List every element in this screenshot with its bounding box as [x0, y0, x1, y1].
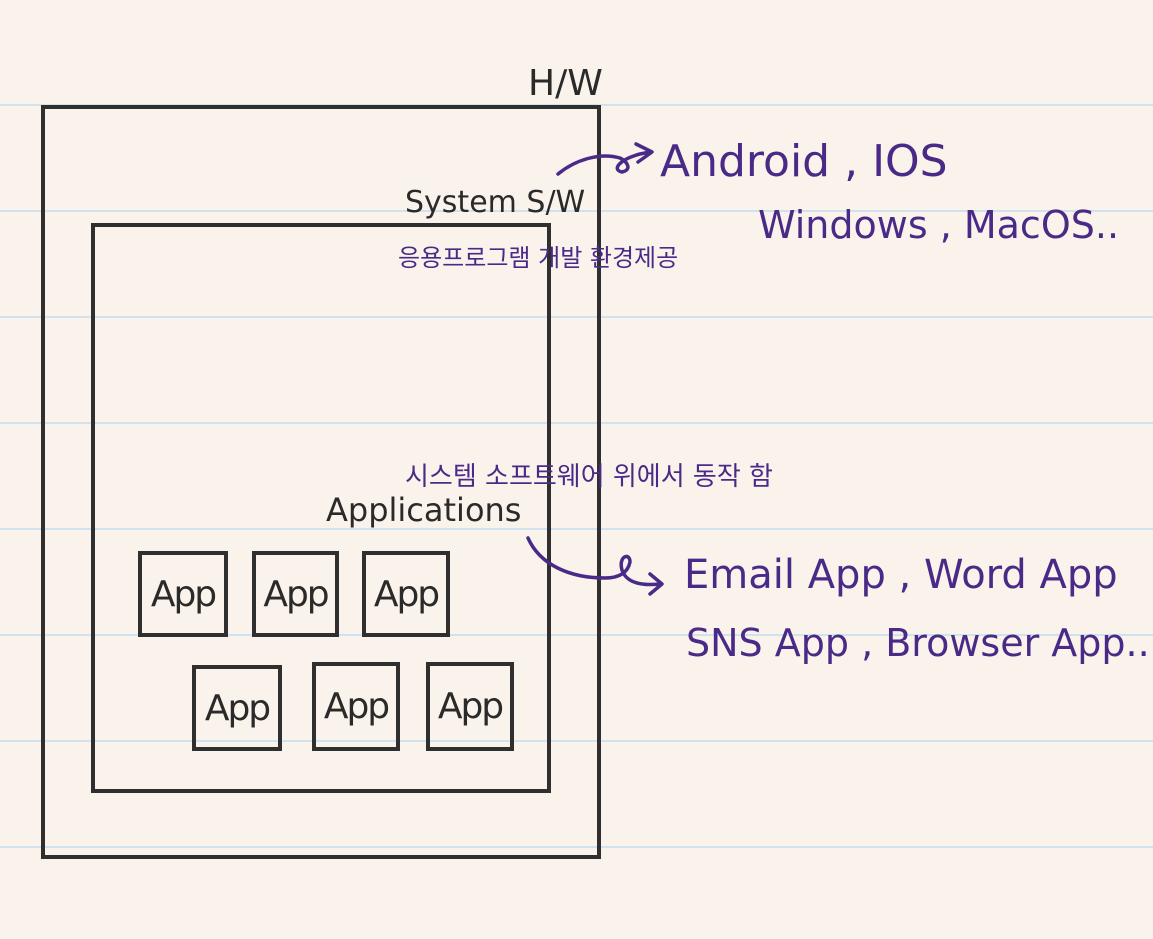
app-box-5: App: [312, 662, 400, 751]
hardware-box: [41, 105, 601, 859]
os-arrow: [556, 150, 652, 176]
app-box-4: App: [192, 665, 282, 751]
system-software-box: [91, 223, 551, 793]
app-box-2: App: [252, 551, 339, 637]
os-examples-line-1: Android , IOS: [660, 136, 948, 187]
app-examples-line-1: Email App , Word App: [684, 552, 1118, 598]
system-software-description: 응용프로그램 개발 환경제공: [398, 244, 679, 272]
app-box-1: App: [138, 551, 228, 637]
app-examples-line-2: SNS App , Browser App..: [686, 621, 1150, 665]
os-examples-line-2: Windows , MacOS..: [758, 203, 1120, 247]
applications-label: Applications: [326, 491, 522, 529]
applications-description: 시스템 소프트웨어 위에서 동작 함: [405, 462, 773, 492]
applications-arrow: [526, 536, 662, 587]
hardware-label: H/W: [528, 63, 603, 104]
app-box-3: App: [362, 551, 450, 637]
applications-arrow-head: [648, 572, 664, 596]
system-software-label: System S/W: [405, 185, 586, 220]
app-box-6: App: [426, 662, 514, 751]
os-arrow-head: [634, 142, 654, 164]
